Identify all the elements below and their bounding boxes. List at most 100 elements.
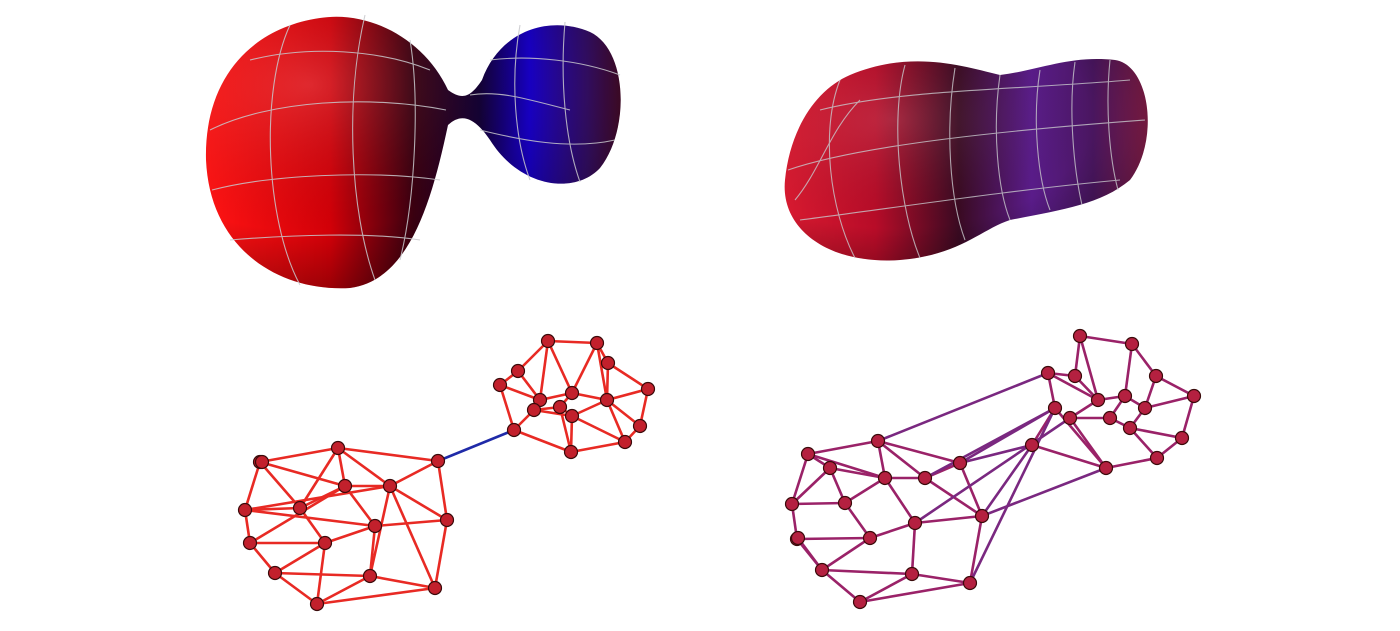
surface-dumbbell-panel [170,0,650,310]
graph-edge [821,536,871,572]
graph-edge [914,514,983,525]
graph-edge [546,340,574,394]
graph-node [309,596,325,612]
graph-edge [843,502,872,539]
graph-node [952,455,968,471]
graph-edge [1068,417,1108,469]
graph-node [632,418,648,434]
graph-edge [877,439,961,465]
graph-node [1186,388,1202,404]
graph-edge [1180,395,1196,439]
graph-node [254,454,270,470]
graph-edge [558,406,573,453]
graph-node [430,453,446,469]
graph-node [814,562,830,578]
graph-edge [883,477,917,524]
graph-edge [244,484,391,512]
graph-edge [570,440,626,454]
graph-node [1174,430,1190,446]
graph-edge [911,572,971,585]
bridge-edge [980,444,1034,517]
graph-edge [1078,335,1100,401]
graph-node [292,500,308,516]
graph-node [506,422,522,438]
graph-node [617,434,633,450]
graph-edge [259,446,339,464]
peanut-graph [784,328,1202,610]
graph-edge [859,572,913,604]
graph-node [564,385,580,401]
graph-edge [315,542,327,605]
graph-edge [1123,343,1134,397]
graph-node [1024,437,1040,453]
graph-edge [958,462,984,517]
graph-edge [910,522,917,575]
graph-edge [316,574,371,606]
graph-node [564,408,580,424]
graph-node [382,478,398,494]
peanut-surface-render [784,58,1148,261]
graph-edge [259,460,346,488]
graph-edge [388,485,437,589]
graph-node [640,381,656,397]
graph-edge [274,571,318,606]
graph-edge [605,399,627,443]
graph-edge [538,340,550,401]
graph-node [1040,365,1056,381]
graph-edge [571,414,626,444]
graph-node [1047,400,1063,416]
graph-node [267,565,283,581]
bridge-edge [981,466,1107,518]
graph-edge [796,536,871,541]
graph-edge [791,467,831,505]
bridge-edge [959,443,1033,465]
graph-node [904,566,920,582]
graph-edge [513,428,572,454]
graph-edge [595,342,609,401]
dumbbell-surface-render [205,14,621,289]
graph-node [589,335,605,351]
graph-edge [244,508,376,528]
graph-edge [1144,394,1195,410]
graph-edge [877,439,926,480]
surface-gridlines [209,14,621,286]
bridge-edge [877,371,1049,443]
graph-node [563,444,579,460]
graph-node [540,333,556,349]
graph-edge [968,515,984,584]
graph-edge [1155,374,1195,398]
graph-node [974,508,990,524]
graph-edge [374,518,448,528]
graph-node [1124,336,1140,352]
graph-node [317,535,333,551]
graph-edge [243,461,262,511]
graph-node [362,568,378,584]
graph-node [1117,388,1133,404]
graph-node [439,512,455,528]
graph-edge [821,568,913,576]
graph-edge [1047,371,1099,402]
graph-node [877,470,893,486]
graph-edge [1079,334,1133,346]
graph-edge [499,383,541,402]
graph-edge [436,460,449,521]
graph-edge [807,439,879,456]
graph-node [1072,328,1088,344]
graph-node [917,470,933,486]
graph-node [870,433,886,449]
graph-node [510,363,526,379]
graph-edge [807,452,886,480]
graph-edge [274,571,371,578]
graph-edge [324,524,376,545]
graph-node [1102,410,1118,426]
graph-node [784,496,800,512]
graph-node [852,594,868,610]
graph-edge [274,541,326,575]
graph-node [526,402,542,418]
graph-node [907,515,923,531]
graph-edge [389,484,448,522]
graph-edge [259,461,301,509]
surface-gridlines [787,59,1146,259]
graph-edge [859,581,971,604]
graph-edge [844,476,886,505]
